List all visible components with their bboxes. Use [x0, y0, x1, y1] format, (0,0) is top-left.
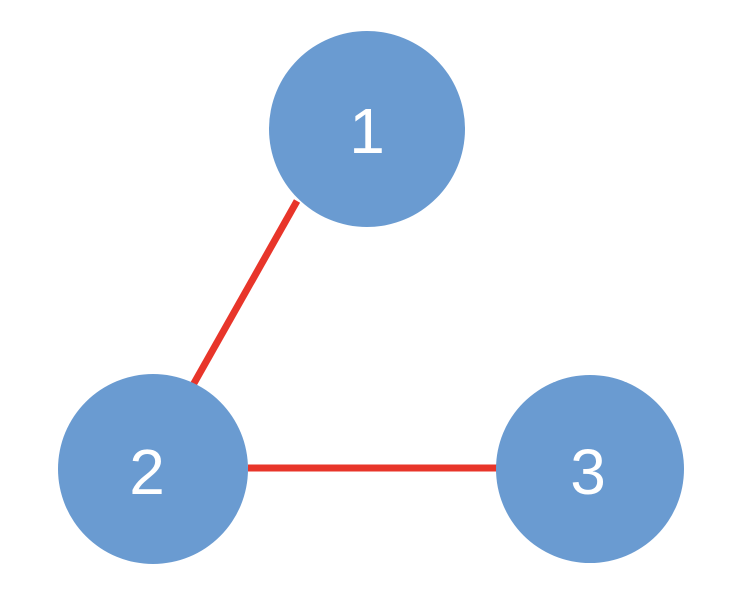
node-label-2: 2 [129, 436, 165, 508]
node-circle-3[interactable] [496, 375, 684, 563]
graph-node-1[interactable]: 1 [269, 31, 465, 227]
graph-node-3[interactable]: 3 [496, 375, 684, 563]
node-label-3: 3 [570, 436, 606, 508]
node-circle-2[interactable] [58, 374, 248, 564]
node-label-1: 1 [349, 95, 385, 167]
graph-edge-1-2[interactable] [189, 199, 301, 387]
node-circle-1[interactable] [269, 31, 465, 227]
graph-node-2[interactable]: 2 [58, 374, 248, 564]
edges-layer [189, 199, 497, 472]
nodes-layer: 1 2 3 [58, 31, 684, 564]
